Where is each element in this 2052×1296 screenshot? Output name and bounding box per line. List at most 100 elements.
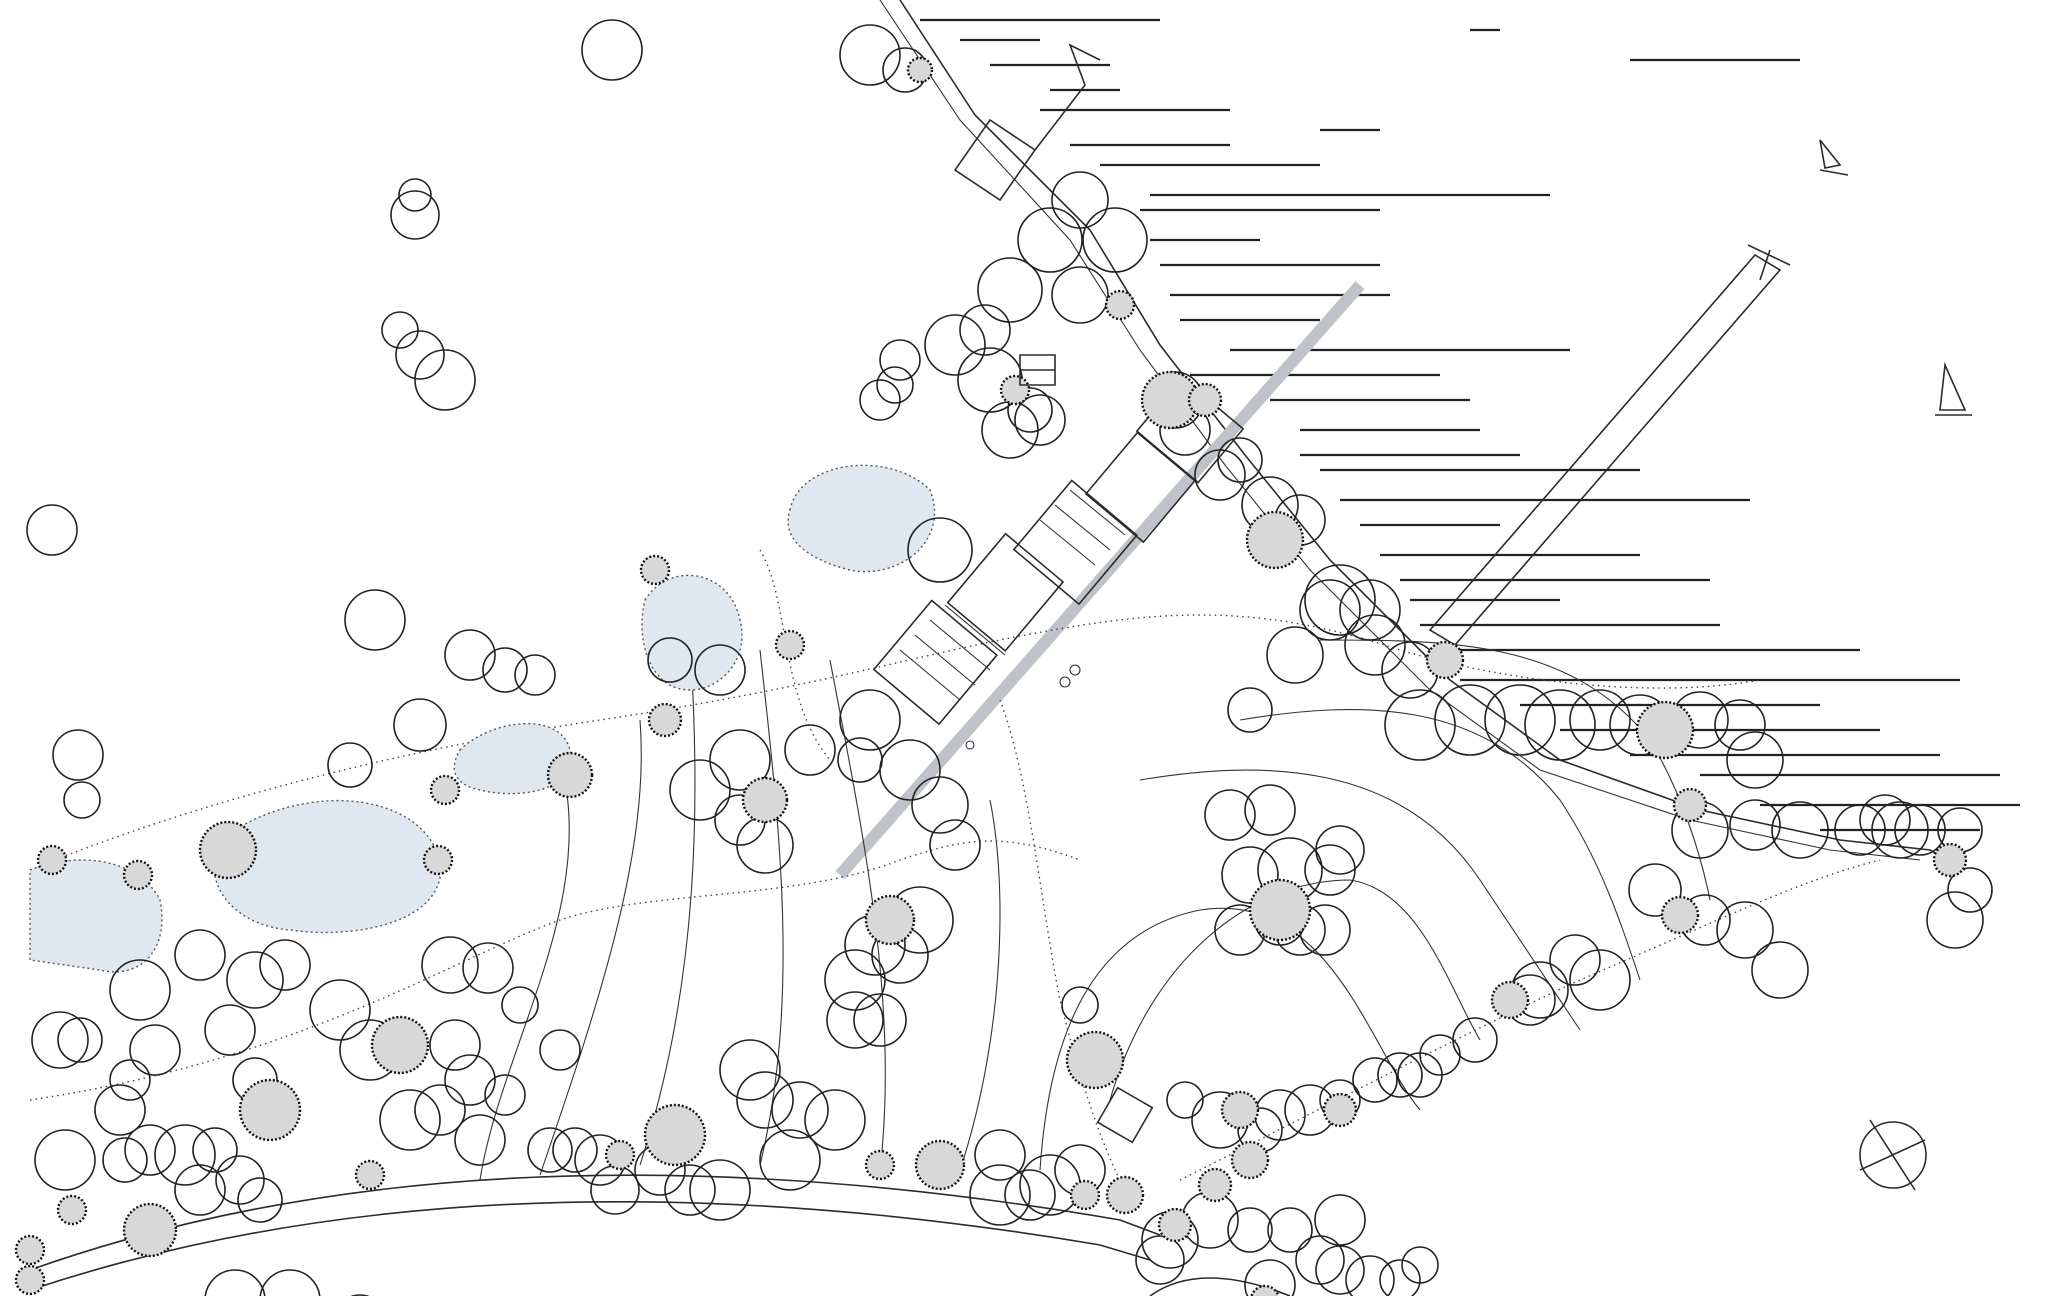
tree-canopy bbox=[1135, 1235, 1185, 1285]
tree-canopy bbox=[527, 1127, 573, 1173]
boathouse bbox=[953, 43, 1101, 202]
lake-water bbox=[920, 18, 2020, 832]
tree-canopy bbox=[204, 1269, 266, 1296]
tree-canopy bbox=[454, 1114, 506, 1166]
tree-canopy bbox=[129, 1024, 181, 1076]
tree-canopy bbox=[959, 304, 1011, 356]
shrub bbox=[122, 1202, 178, 1258]
tree-canopy bbox=[1401, 1246, 1439, 1284]
shrub bbox=[906, 56, 934, 84]
tree-canopy bbox=[1751, 941, 1809, 999]
tree-canopy bbox=[1947, 867, 1993, 913]
shrub bbox=[14, 1234, 46, 1266]
tree-canopy bbox=[393, 698, 447, 752]
tree-canopy bbox=[1004, 1169, 1056, 1221]
tree-canopy bbox=[876, 366, 914, 404]
north-arrow-icon bbox=[1859, 1119, 1927, 1191]
shrub bbox=[1490, 980, 1530, 1020]
tree-canopy bbox=[1344, 614, 1406, 676]
tree-canopy bbox=[539, 1029, 581, 1071]
tree-canopy bbox=[839, 689, 901, 751]
tree-canopy bbox=[398, 178, 432, 212]
tree-canopy bbox=[1926, 891, 1984, 949]
tree-canopy bbox=[1227, 1207, 1273, 1253]
shrub bbox=[1425, 640, 1465, 680]
tree-canopy bbox=[879, 339, 921, 381]
ponds bbox=[29, 464, 936, 973]
tree-canopy bbox=[26, 504, 78, 556]
tree-canopy bbox=[784, 724, 836, 776]
tree-canopy bbox=[327, 742, 373, 788]
tree-canopy bbox=[1204, 789, 1256, 841]
tree-canopy bbox=[1051, 266, 1109, 324]
tree-canopy bbox=[1352, 1057, 1398, 1103]
tree-canopy bbox=[1254, 1089, 1306, 1141]
shrub bbox=[1220, 1090, 1260, 1130]
shrub bbox=[36, 844, 68, 876]
shrub bbox=[1105, 1175, 1145, 1215]
tree-canopy bbox=[109, 959, 171, 1021]
tree-canopy bbox=[1299, 579, 1361, 641]
shrub bbox=[741, 776, 789, 824]
tree-canopy bbox=[974, 1129, 1026, 1181]
tree-canopy bbox=[1569, 949, 1631, 1011]
tree-canopy bbox=[826, 991, 884, 1049]
shrub bbox=[864, 1149, 896, 1181]
shrub bbox=[864, 894, 916, 946]
shrub bbox=[1932, 842, 1968, 878]
tree-canopy bbox=[414, 349, 476, 411]
tree-canopy bbox=[259, 939, 311, 991]
tree-canopy bbox=[429, 1019, 481, 1071]
tree-canopy bbox=[444, 629, 496, 681]
shrub bbox=[1197, 1167, 1233, 1203]
tree-canopy bbox=[192, 1127, 238, 1173]
tree-canopy bbox=[1014, 394, 1066, 446]
tree-canopy bbox=[1628, 863, 1682, 917]
tree-canopy bbox=[350, 1294, 370, 1296]
gazebo bbox=[1096, 1086, 1154, 1144]
tree-canopy bbox=[759, 1129, 821, 1191]
shrub bbox=[370, 1015, 430, 1075]
tree-canopy bbox=[1267, 1207, 1313, 1253]
shrub bbox=[1672, 787, 1708, 823]
shoreline-inner bbox=[879, 0, 1921, 861]
tree-canopy bbox=[154, 1124, 216, 1186]
shrub bbox=[1245, 510, 1305, 570]
shrub bbox=[643, 1103, 707, 1167]
tree-canopy bbox=[1304, 564, 1376, 636]
tree-canopy bbox=[1419, 1034, 1461, 1076]
tree-canopy bbox=[1377, 1052, 1423, 1098]
shrub bbox=[354, 1159, 386, 1191]
shrub bbox=[1248, 878, 1312, 942]
tree-canopy bbox=[102, 1137, 148, 1183]
tree-canopy bbox=[174, 929, 226, 981]
tree-canopy bbox=[514, 654, 556, 696]
tree-canopy bbox=[859, 379, 901, 421]
driveway bbox=[29, 1174, 1291, 1296]
shrub bbox=[1157, 1207, 1193, 1243]
shrub bbox=[999, 374, 1031, 406]
tree-canopy bbox=[482, 647, 528, 693]
shrub bbox=[639, 554, 671, 586]
tree-canopy bbox=[1871, 801, 1929, 859]
tree-canopy bbox=[34, 1129, 96, 1191]
tree-canopy bbox=[1166, 1081, 1204, 1119]
shrub bbox=[14, 1264, 46, 1296]
tree-canopy bbox=[981, 401, 1039, 459]
tree-canopy bbox=[1339, 579, 1401, 641]
tree-canopy bbox=[1061, 986, 1099, 1024]
tree-canopy bbox=[381, 311, 419, 349]
shoreline bbox=[899, 0, 1966, 871]
tree-canopy bbox=[237, 1177, 283, 1223]
shrub bbox=[56, 1194, 88, 1226]
tree-canopy bbox=[344, 589, 406, 651]
shrub bbox=[914, 1139, 966, 1191]
tree-canopy bbox=[1434, 684, 1506, 756]
tree-canopy bbox=[1295, 1235, 1345, 1285]
tree-canopy bbox=[226, 951, 284, 1009]
tree-canopy bbox=[824, 949, 886, 1011]
tree-canopy bbox=[379, 1089, 441, 1151]
tree-canopy bbox=[1771, 801, 1829, 859]
tree-canopy bbox=[1484, 684, 1556, 756]
tree-canopy bbox=[669, 759, 731, 821]
